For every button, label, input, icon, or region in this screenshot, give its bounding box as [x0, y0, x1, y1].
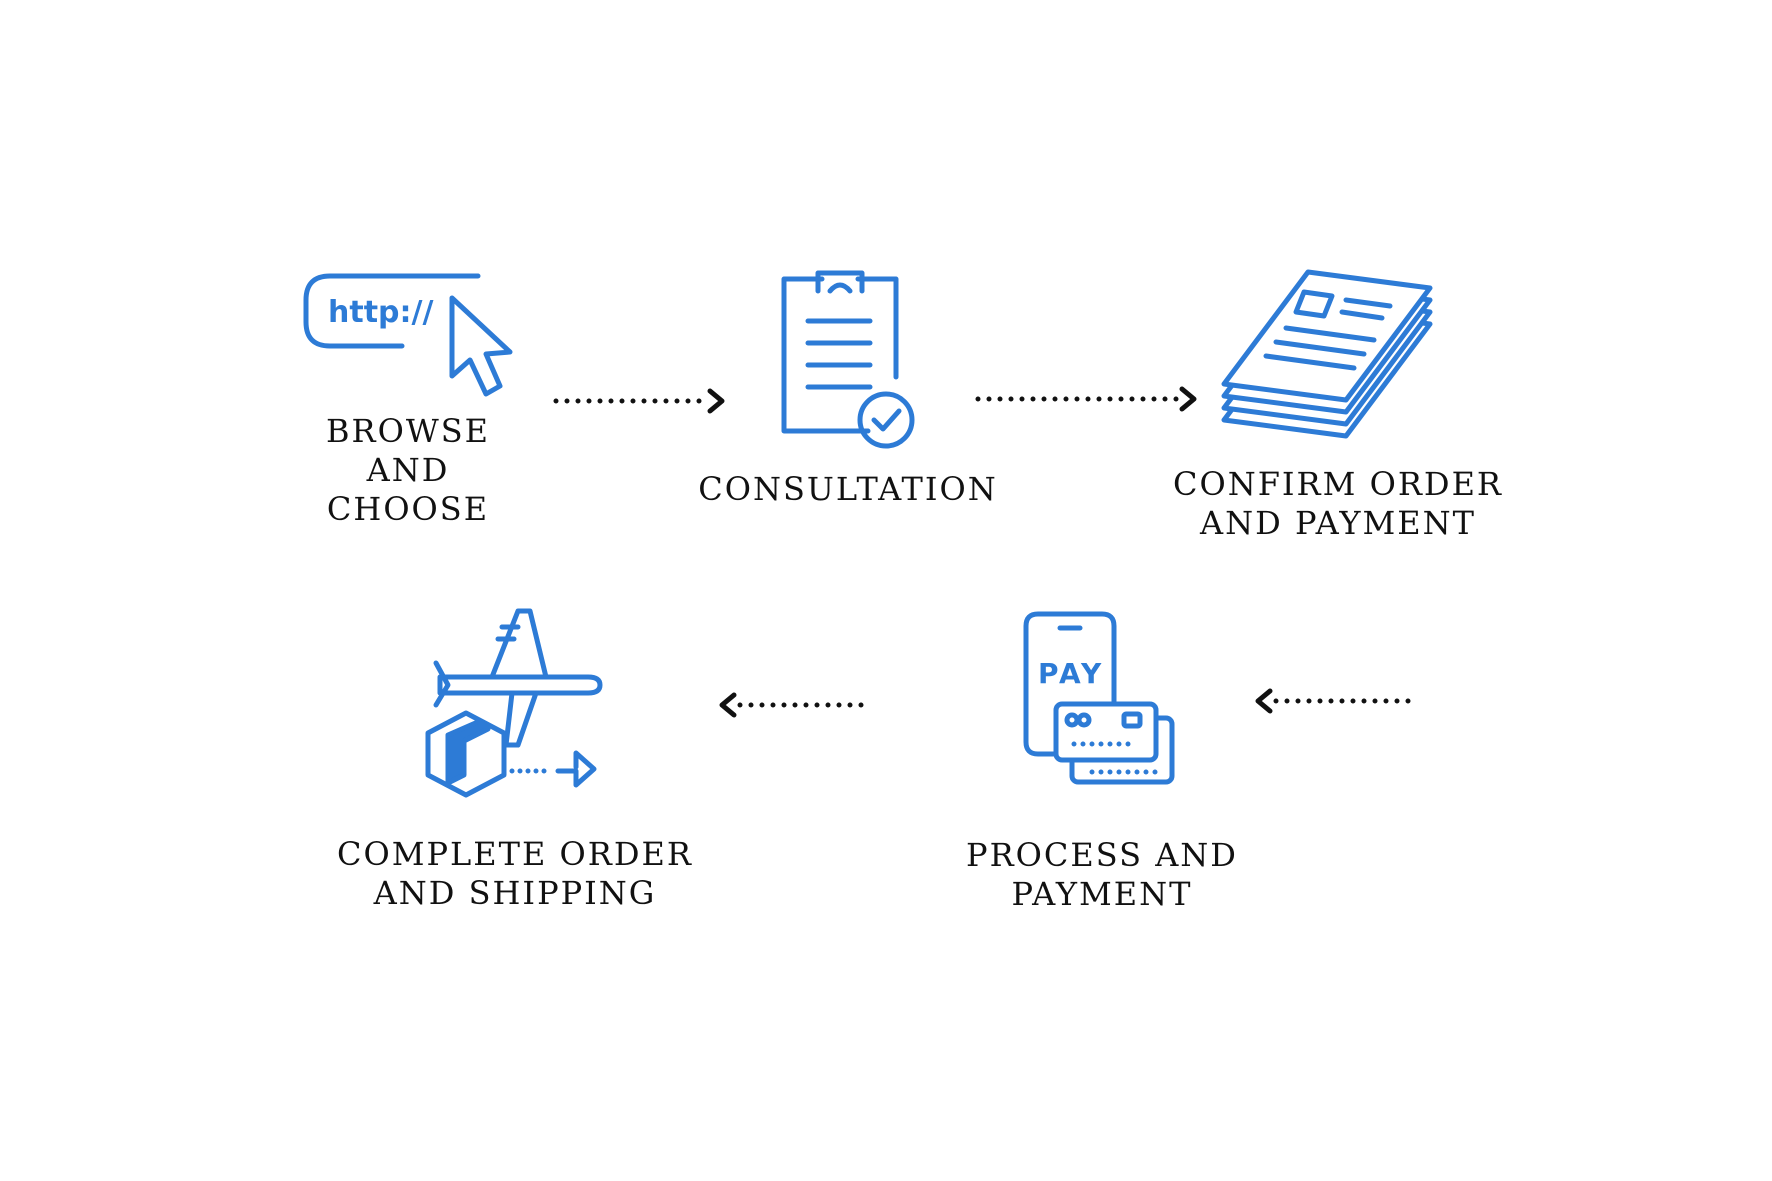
step-label-confirm-order: CONFIRM ORDER AND PAYMENT: [1172, 465, 1504, 542]
clipboard-check-icon: [780, 265, 920, 450]
step-label-process-payment: PROCESS AND PAYMENT: [966, 836, 1238, 913]
mobile-pay-icon: PAY: [1020, 608, 1180, 798]
pay-text: PAY: [1038, 657, 1104, 690]
flow-arrow-right-2: [974, 384, 1204, 418]
step-label-consultation: CONSULTATION: [698, 470, 998, 508]
url-text: http://: [328, 295, 433, 330]
flow-arrow-right-1: [552, 386, 732, 420]
step-label-browse: BROWSE AND CHOOSE: [325, 412, 490, 528]
flow-arrow-left-1: [1254, 686, 1424, 720]
flow-arrow-left-2: [718, 690, 878, 724]
airplane-package-icon: [418, 605, 608, 805]
step-label-complete-order: COMPLETE ORDER AND SHIPPING: [337, 835, 693, 912]
browser-cursor-icon: http://: [300, 270, 520, 400]
document-stack-icon: [1221, 269, 1452, 460]
